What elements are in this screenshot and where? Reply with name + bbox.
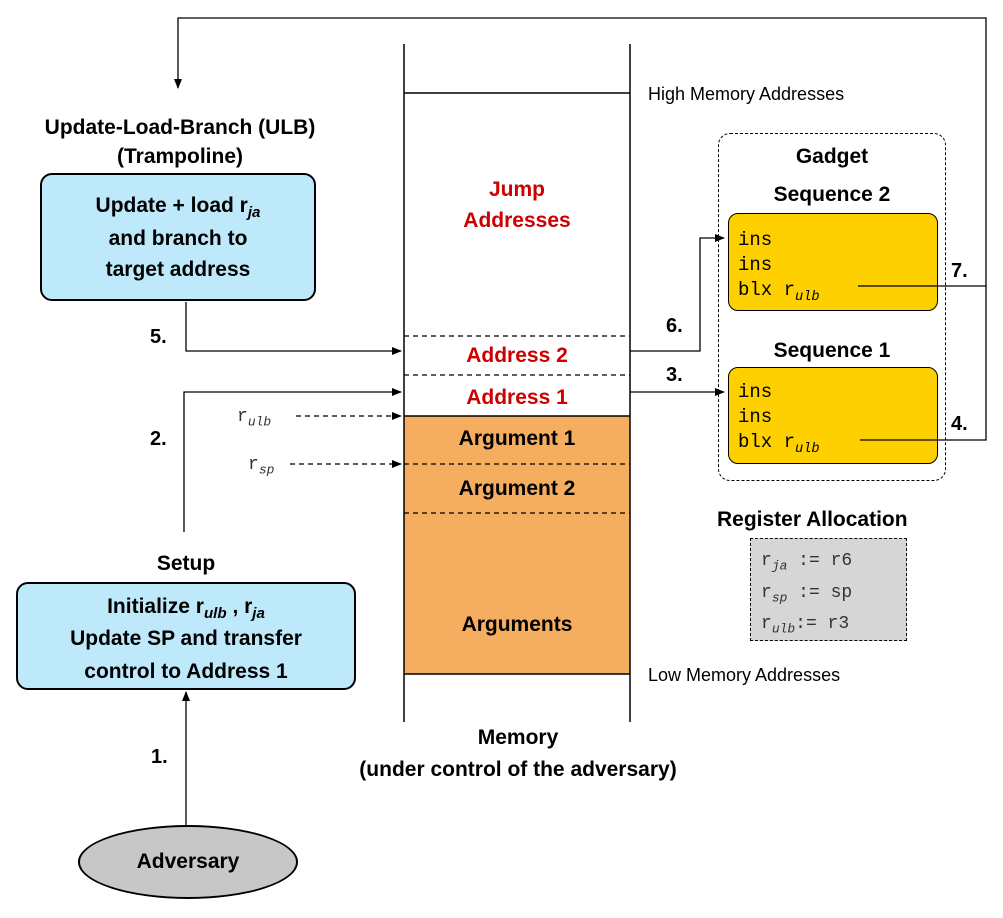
seq1-blx-sub: ulb: [795, 441, 820, 457]
argument-1-label: Argument 1: [458, 427, 576, 450]
jump-label-line1: Jump: [488, 178, 545, 201]
memory-arguments-region: [404, 416, 630, 674]
setup-title: Setup: [156, 552, 216, 575]
ulb-title-line1: Update-Load-Branch (ULB): [44, 116, 316, 139]
gadget-title: Gadget: [795, 145, 869, 168]
step-5-label: 5.: [150, 326, 167, 348]
step-1-label: 1.: [151, 746, 168, 768]
sequence-2-title: Sequence 2: [773, 183, 891, 206]
ulb-box-line2: and branch to: [108, 227, 248, 250]
ulb-box-line1-sub: ja: [247, 204, 261, 222]
arguments-label: Arguments: [461, 613, 573, 636]
low-memory-label: Low Memory Addresses: [648, 665, 841, 685]
ulb-box: Update + load rja and branch to target a…: [40, 173, 316, 301]
ulb-box-line1: Update + load r: [95, 194, 248, 217]
sequence-2-box: ins ins blx rulb: [728, 213, 938, 311]
seq2-blx-sub: ulb: [795, 289, 820, 305]
seq2-line3: blx r: [738, 279, 796, 301]
adversary-ellipse: Adversary: [78, 825, 298, 899]
sequence-1-box: ins ins blx rulb: [728, 367, 938, 464]
adversary-label: Adversary: [136, 850, 240, 873]
arrow-step-5: [185, 302, 402, 355]
setup-box-line3: control to Address 1: [84, 660, 288, 683]
address-2-label: Address 2: [466, 344, 568, 367]
arrow-step-4: [174, 17, 987, 441]
address-1-label: Address 1: [466, 386, 568, 409]
argument-2-label: Argument 2: [458, 477, 576, 500]
setup-box-line1-a: Initialize r: [107, 595, 204, 618]
ulb-title-line2: (Trampoline): [116, 145, 243, 168]
memory-caption-line2: (under control of the adversary): [359, 758, 677, 781]
register-allocation-title: Register Allocation: [717, 508, 908, 531]
step-2-label: 2.: [150, 428, 167, 450]
setup-box-line1-sub-a: ulb: [203, 605, 227, 623]
seq2-line2: ins: [738, 254, 773, 276]
step-6-label: 6.: [666, 315, 683, 337]
memory-caption-line1: Memory: [477, 726, 559, 749]
r-sp-label: rsp: [248, 455, 275, 478]
seq1-line3: blx r: [738, 431, 796, 453]
jump-label-line2: Addresses: [463, 209, 571, 232]
sequence-1-title: Sequence 1: [773, 339, 891, 362]
step-4-label: 4.: [951, 413, 968, 435]
setup-box-line1-sub-b: ja: [252, 605, 265, 623]
setup-box-line1-b: , r: [226, 595, 253, 618]
gadget-container: [718, 133, 946, 481]
high-memory-label: High Memory Addresses: [648, 84, 845, 104]
seq1-line2: ins: [738, 406, 773, 428]
step-7-label: 7.: [951, 260, 968, 282]
step-3-label: 3.: [666, 364, 683, 386]
r-ulb-label: rulb: [237, 407, 272, 430]
setup-box: Initialize rulb , rja Update SP and tran…: [16, 582, 356, 690]
arrow-step-2: [183, 388, 402, 532]
arrow-step-6: [630, 234, 725, 352]
ulb-box-line3: target address: [105, 258, 251, 281]
seq1-line1: ins: [738, 381, 773, 403]
reg-row-ja: rja := r6: [761, 551, 853, 574]
register-allocation-box: rja := r6 rsp := sp rulb:= r3: [750, 538, 907, 641]
seq2-line1: ins: [738, 229, 773, 251]
setup-box-line2: Update SP and transfer: [70, 627, 302, 650]
reg-row-ulb: rulb:= r3: [761, 614, 850, 637]
reg-row-sp: rsp := sp: [761, 582, 853, 606]
